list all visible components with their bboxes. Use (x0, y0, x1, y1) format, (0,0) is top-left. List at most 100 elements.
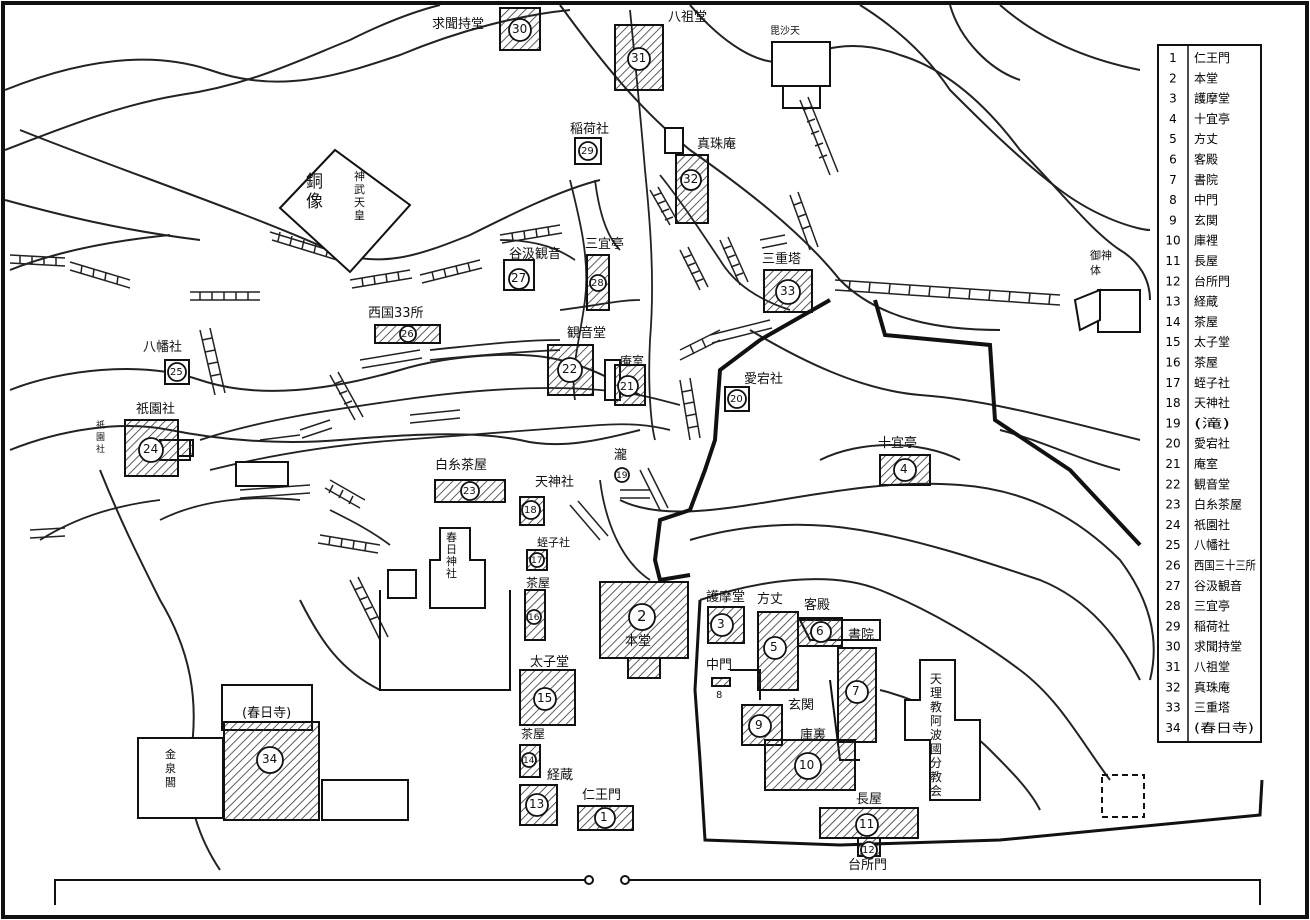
marker-22: 22 (562, 362, 578, 376)
label-shoin: 書院 (848, 628, 875, 643)
legend-name: 真珠庵 (1194, 679, 1230, 694)
legend-number: 32 (1165, 680, 1180, 694)
steps (9, 96, 1061, 641)
legend-name: 祇園社 (1194, 517, 1230, 532)
legend-number: 11 (1165, 254, 1180, 268)
label-goma-hall: 護摩堂 (706, 590, 746, 605)
legend-name: 本堂 (1194, 71, 1218, 85)
label-shiraito-chaya: 白糸茶屋 (435, 458, 488, 473)
legend-name: 三重塔 (1194, 701, 1230, 715)
label-hasso-hall: 八祖堂 (668, 10, 708, 25)
legend-number: 23 (1165, 498, 1180, 512)
legend-number: 18 (1165, 396, 1180, 410)
marker-11: 11 (859, 817, 875, 831)
legend-number: 1 (1169, 51, 1177, 65)
label-kannon-hall: 観音堂 (567, 326, 607, 341)
marker-21: 21 (620, 380, 634, 393)
kinsenkaku (137, 737, 224, 819)
marker-13: 13 (529, 797, 545, 811)
marker-14: 14 (523, 756, 535, 766)
outline-structures (137, 41, 1145, 821)
marker-28: 28 (591, 278, 604, 289)
legend-number: 7 (1169, 173, 1177, 187)
legend-name: 白糸茶屋 (1194, 497, 1242, 512)
legend-number: 34 (1165, 721, 1180, 735)
legend-name: 庫裡 (1194, 233, 1218, 248)
legend-number: 27 (1165, 579, 1180, 593)
legend-name: 経蔵 (1194, 295, 1218, 309)
legend-name: (滝) (1194, 416, 1230, 430)
legend-name: 蛭子社 (1194, 375, 1230, 390)
label-kasuga-shrine: 春日神社 (446, 531, 457, 580)
legend-name: 長屋 (1194, 254, 1218, 268)
paths (39, 9, 791, 581)
label-statue: 銅像 (306, 172, 323, 212)
label-gumonji-hall: 求聞持堂 (432, 17, 485, 32)
marker-27: 27 (511, 271, 527, 285)
legend-number: 10 (1165, 234, 1180, 248)
legend-number: 30 (1165, 640, 1180, 654)
legend-number: 14 (1165, 315, 1180, 329)
marker-19: 19 (616, 471, 628, 481)
legend-box (1157, 44, 1262, 743)
legend-number: 16 (1165, 356, 1180, 370)
label-genkan: 玄関 (788, 698, 815, 713)
marker-6: 6 (816, 624, 824, 638)
legend-name: 中門 (1194, 192, 1218, 207)
marker-30: 30 (512, 22, 528, 36)
marker-1: 1 (600, 810, 608, 824)
legend-name: 三宜亭 (1194, 598, 1230, 613)
boundary-wall (652, 298, 831, 583)
legend-number: 20 (1165, 437, 1180, 451)
contour-lines (4, 4, 1155, 871)
label-kuri: 庫裏 (800, 728, 827, 743)
boundary-wall-south (693, 599, 1264, 847)
legend-name: 玄関 (1194, 212, 1218, 227)
label-chaya-upper: 茶屋 (526, 576, 551, 590)
label-kasuga-temple: (春日寺) (242, 706, 292, 721)
legend-number: 2 (1169, 71, 1177, 85)
label-chaya-lower: 茶屋 (521, 727, 546, 741)
label-saigoku-33: 西国33所 (368, 306, 424, 321)
label-nagaya: 長屋 (856, 792, 883, 807)
label-gion-shrine-vertical: 祇園社 (96, 421, 106, 455)
legend-number: 3 (1169, 92, 1177, 106)
marker-circles (138, 18, 917, 859)
marker-18: 18 (524, 505, 537, 516)
legend-number: 26 (1165, 559, 1180, 573)
legend-name: 客殿 (1194, 152, 1218, 167)
label-sangi-tei: 三宜亭 (585, 237, 625, 252)
legend-number: 31 (1165, 660, 1180, 674)
marker-2: 2 (637, 607, 647, 625)
legend-name: 方丈 (1194, 131, 1218, 146)
label-daidokoro-gate: 台所門 (848, 858, 888, 873)
legend-name: 十宜亭 (1194, 111, 1230, 126)
label-atago-shrine: 愛宕社 (744, 372, 784, 387)
label-niomon: 仁王門 (582, 788, 622, 803)
legend-number: 13 (1165, 295, 1180, 309)
legend-number: 4 (1169, 112, 1177, 126)
label-tenrikyo: 天理教阿波國分教会 (930, 672, 943, 798)
legend-name: 庵室 (1194, 456, 1218, 471)
legend-name: 台所門 (1194, 273, 1230, 288)
legend-name: 観音堂 (1194, 476, 1230, 491)
legend-number: 15 (1165, 335, 1180, 349)
marker-34: 34 (262, 752, 278, 766)
label-inari-shrine: 稲荷社 (570, 122, 610, 137)
marker-7: 7 (852, 684, 860, 698)
label-kinsenkaku: 金泉閣 (165, 748, 176, 789)
legend-number: 21 (1165, 457, 1180, 471)
legend-name: 西国三十三所 (1194, 559, 1256, 573)
legend-number: 5 (1169, 132, 1177, 146)
marker-25: 25 (170, 367, 183, 378)
legend-number: 9 (1169, 213, 1177, 227)
legend-number: 8 (1169, 193, 1177, 207)
legend-number: 12 (1165, 274, 1180, 288)
legend-name: 求聞持堂 (1194, 639, 1242, 654)
marker-8: 8 (716, 690, 723, 701)
marker-4: 4 (900, 462, 908, 476)
legend-name: 護摩堂 (1194, 91, 1230, 106)
legend-name: (春日寺) (1194, 721, 1254, 735)
